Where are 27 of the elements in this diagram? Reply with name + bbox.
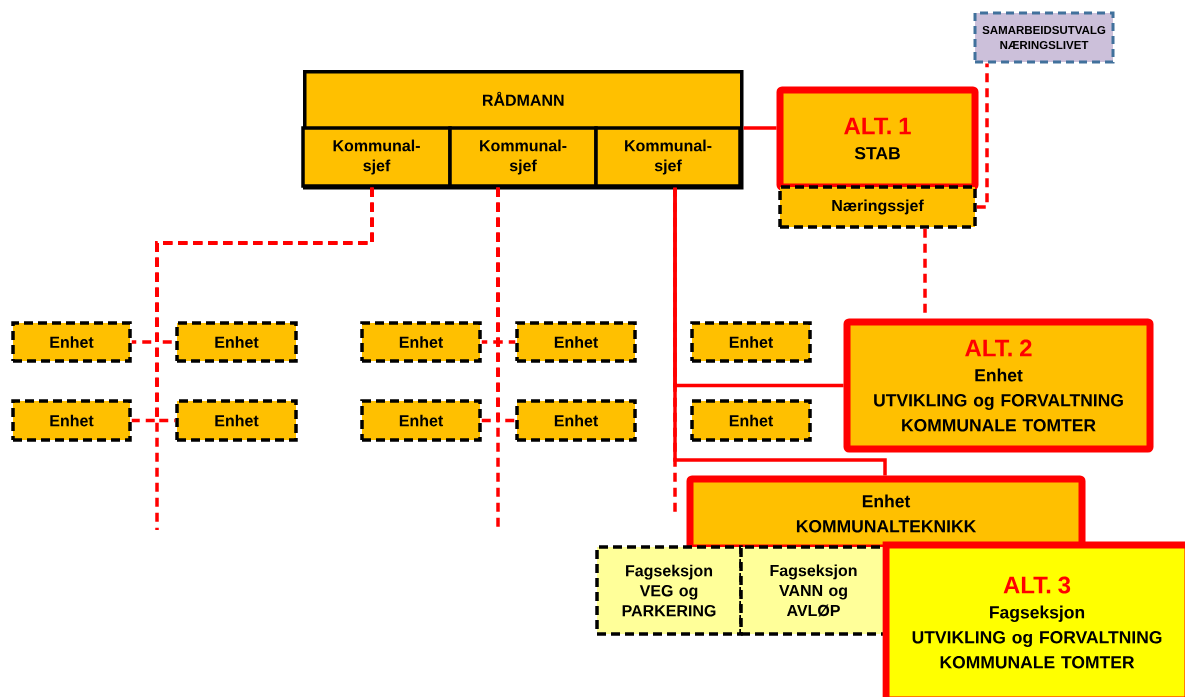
- department-box: Kommunal- sjef: [448, 126, 598, 188]
- section-box: Fagseksjon VEG og PARKERING: [595, 545, 743, 636]
- node-label: ALT. 1: [844, 117, 911, 135]
- unit-box: Enhet: [360, 399, 482, 442]
- alternative-box: ALT. 2 Enhet UTVIKLING og FORVALTNING KOMMUNALE TOMTER: [843, 318, 1154, 453]
- unit-box: Enhet: [515, 321, 637, 363]
- unit-box: Enhet: [175, 321, 298, 363]
- unit-box: Enhet: [690, 321, 812, 363]
- node-label: STAB: [854, 146, 900, 160]
- unit-box: Enhet: [690, 399, 812, 442]
- section-box: Fagseksjon VANN og AVLØP: [739, 545, 888, 636]
- unit-box: Enhet: [515, 399, 637, 442]
- connector-line: [496, 187, 500, 530]
- connector-line: [743, 126, 777, 130]
- department-box: Kommunal- sjef: [594, 126, 742, 188]
- unit-box: Enhet: [11, 399, 132, 442]
- connector-line: [673, 187, 677, 515]
- department-box: Kommunal- sjef: [301, 126, 452, 188]
- unit-box: Enhet: [11, 321, 132, 363]
- unit-box: Enhet: [360, 321, 482, 363]
- alternative-box: ALT. 3 Fagseksjon UTVIKLING og FORVALTNING KOMMUNALE TOMTER: [882, 541, 1185, 697]
- connector-line: [976, 63, 989, 209]
- unit-box: Enhet: [175, 399, 298, 442]
- committee-box: SAMARBEIDSUTVALG NÆRINGSLIVET: [973, 11, 1115, 64]
- connector-line: [155, 187, 374, 530]
- alternative-box: ALT. 1 STAB: [776, 86, 979, 191]
- unit-box: Næringssjef: [778, 185, 977, 229]
